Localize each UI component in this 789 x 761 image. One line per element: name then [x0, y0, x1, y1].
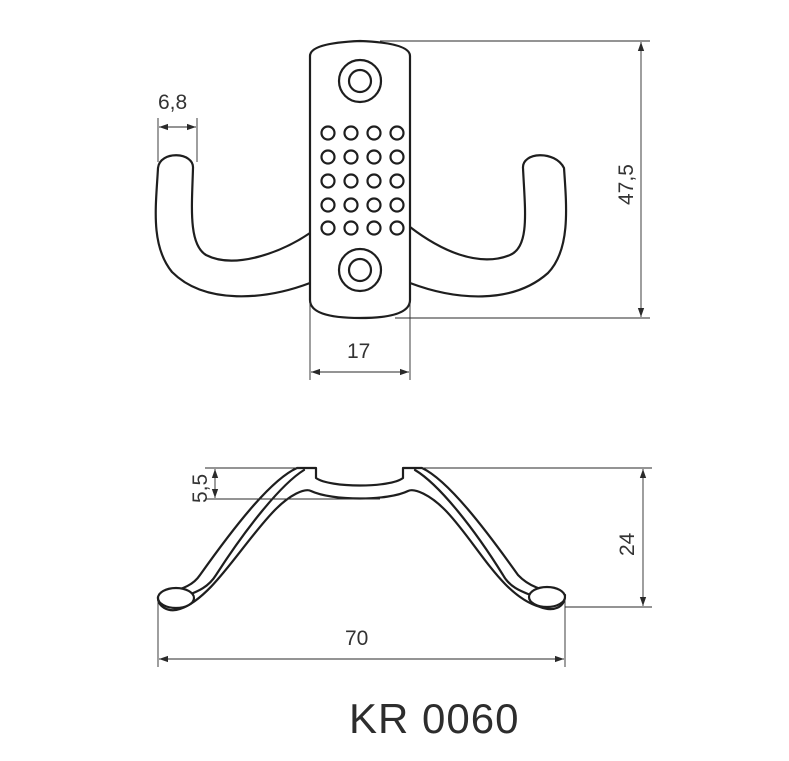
grid-dot: [320, 125, 336, 141]
backplate: [308, 39, 412, 320]
right-hook-arm: [408, 154, 568, 298]
right-hook-tip: [527, 585, 567, 609]
dimension-label-total-width: 70: [345, 627, 368, 650]
grid-dot: [320, 197, 336, 213]
grid-dot: [389, 197, 405, 213]
grid-dot: [389, 149, 405, 165]
product-code: KR 0060: [349, 695, 519, 742]
grid-dot: [320, 173, 336, 189]
grid-dot: [343, 125, 359, 141]
dimension-plate-width: 17: [309, 300, 411, 380]
dimension-label-total-height: 47,5: [615, 164, 638, 205]
top-screw-hole-inner: [347, 68, 373, 94]
dimension-total-height: 47,5: [380, 40, 650, 319]
front-view: [154, 39, 568, 320]
dimension-projection: 24: [422, 467, 652, 608]
side-profile-outer: [156, 466, 567, 612]
decorative-dot-grid: [320, 125, 405, 236]
dimension-hook-thickness: 6,8: [157, 91, 198, 162]
grid-dot: [366, 125, 382, 141]
bottom-screw-hole-inner: [347, 257, 373, 283]
top-screw-hole-outer: [337, 58, 383, 104]
grid-dot: [343, 197, 359, 213]
dimension-label-hook-thickness: 6,8: [158, 91, 187, 114]
dimension-label-plate-depth: 5,5: [189, 474, 212, 503]
dimension-plate-depth: 5,5: [189, 467, 380, 503]
grid-dot: [389, 173, 405, 189]
left-hook-tip: [156, 586, 196, 610]
grid-dot: [389, 220, 405, 236]
grid-dot: [320, 149, 336, 165]
side-profile-inner: [184, 468, 535, 598]
grid-dot: [343, 220, 359, 236]
bottom-screw-hole-outer: [337, 247, 383, 293]
grid-dot: [366, 197, 382, 213]
grid-dot: [366, 173, 382, 189]
dimension-total-width: 70: [157, 600, 566, 667]
left-hook-arm: [154, 154, 312, 298]
grid-dot: [343, 149, 359, 165]
grid-dot: [366, 149, 382, 165]
grid-dot: [320, 220, 336, 236]
grid-dot: [343, 173, 359, 189]
dimension-label-plate-width: 17: [347, 340, 370, 363]
dimension-label-projection: 24: [616, 532, 639, 556]
grid-dot: [366, 220, 382, 236]
grid-dot: [389, 125, 405, 141]
side-view: [156, 466, 567, 612]
